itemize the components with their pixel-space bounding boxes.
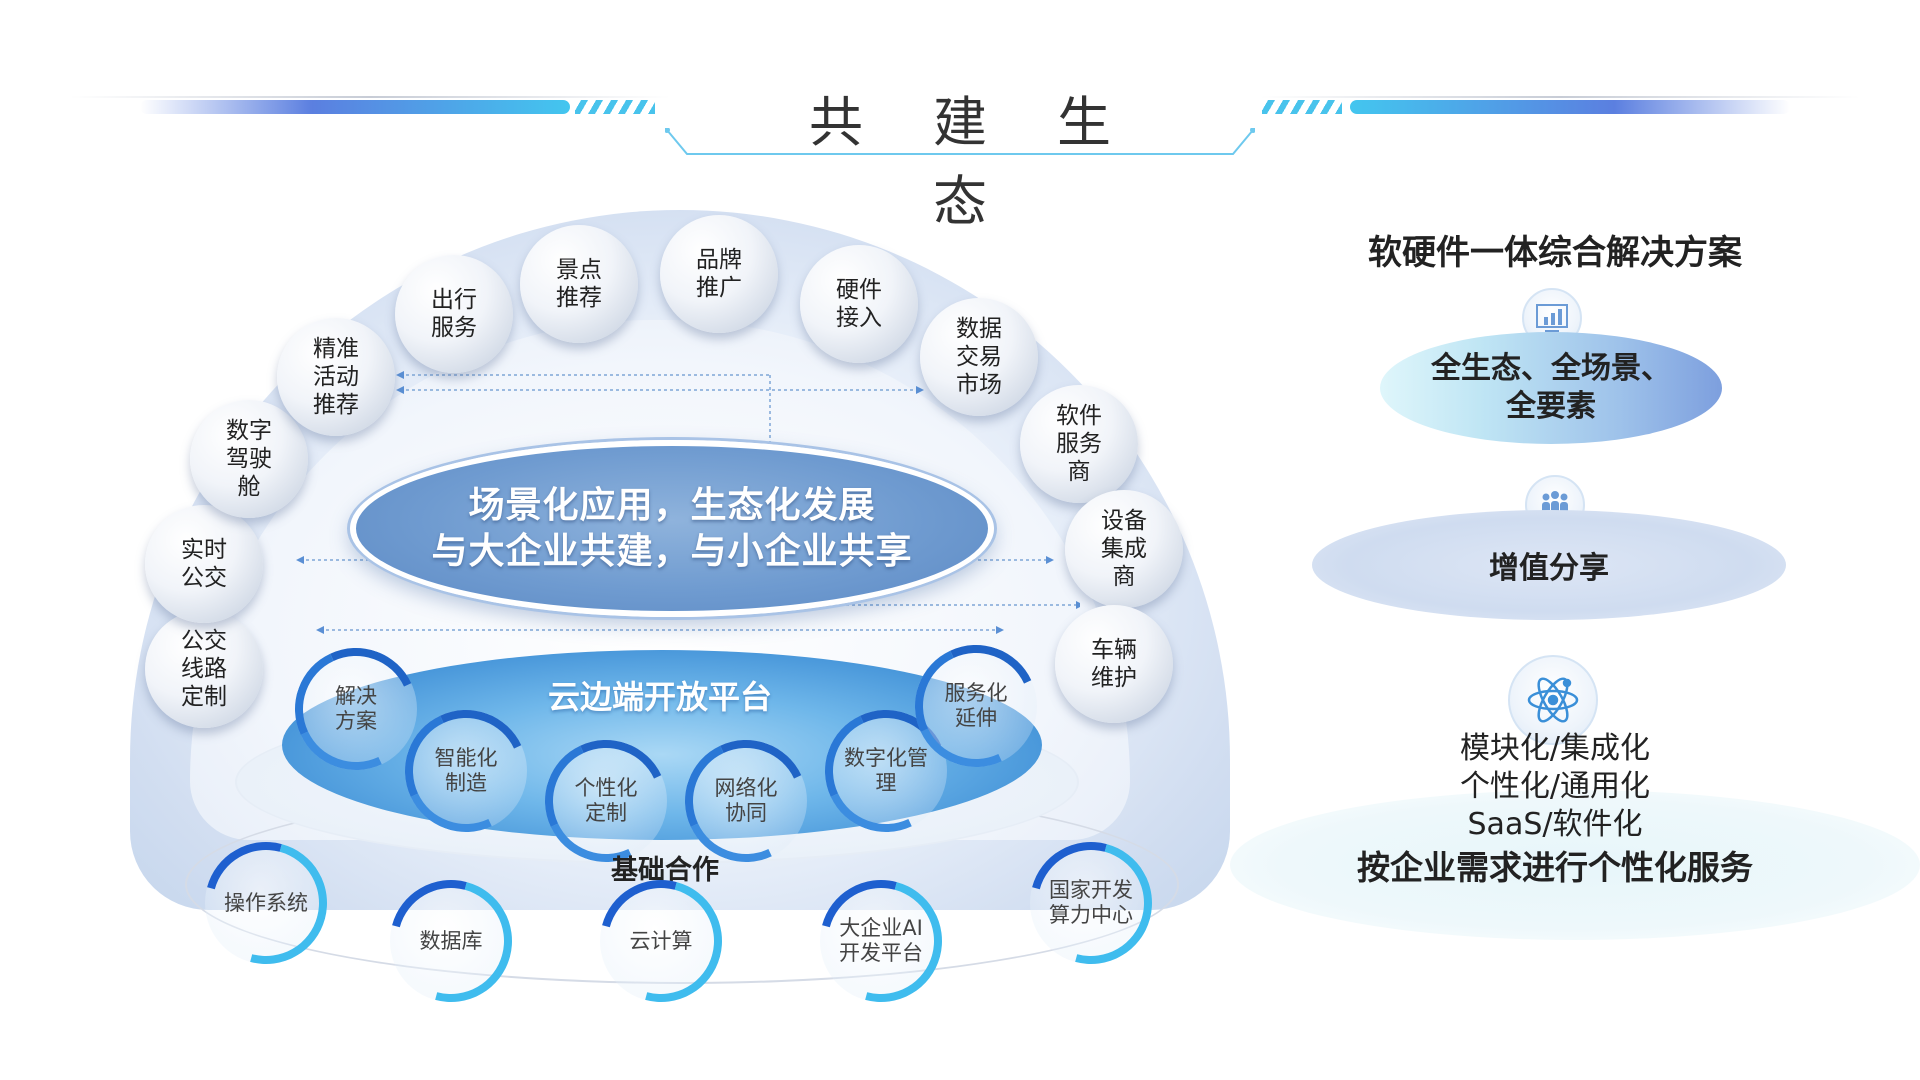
ring-solutions: 解决 方案 xyxy=(295,648,417,770)
bubble-scenic-recommendation: 景点 推荐 xyxy=(520,225,638,343)
pill2-text: 增值分享 xyxy=(1489,551,1609,586)
pill-features-background xyxy=(1230,790,1920,940)
pill1-line1: 全生态、全场景、 xyxy=(1431,351,1671,386)
center-ellipse: 场景化应用，生态化发展 与大企业共建，与小企业共享 xyxy=(350,440,994,617)
ring-enterprise-ai-platform: 大企业AI 开发平台 xyxy=(820,880,942,1002)
ring-service-extension: 服务化 延伸 xyxy=(915,645,1037,767)
pill1-line2: 全要素 xyxy=(1506,389,1596,424)
bubble-precise-activity-recommendation: 精准 活动 推荐 xyxy=(277,318,395,436)
bubble-data-trading-market: 数据 交易 市场 xyxy=(920,298,1038,416)
title-accent-bar-left xyxy=(140,100,570,114)
ring-personalized-customization: 个性化 定制 xyxy=(545,740,667,862)
center-text-line2: 与大企业共建，与小企业共享 xyxy=(431,530,913,572)
bubble-equipment-integrator: 设备 集成 商 xyxy=(1065,490,1183,608)
page-title: 共建生态 xyxy=(809,91,1181,233)
feature-custom-service: 按企业需求进行个性化服务 xyxy=(1357,848,1753,887)
feature-saas: SaaS/软件化 xyxy=(1467,807,1643,842)
bubble-bus-route-customization: 公交 线路 定制 xyxy=(145,610,263,728)
title-accent-bar-right xyxy=(1350,100,1790,114)
title-thin-line-right xyxy=(1260,96,1860,98)
bubble-software-service-provider: 软件 服务 商 xyxy=(1020,385,1138,503)
bubble-digital-cockpit: 数字 驾驶 舱 xyxy=(190,400,308,518)
right-panel-title: 软硬件一体综合解决方案 xyxy=(1368,233,1742,273)
title-thin-line-left xyxy=(70,96,670,98)
atom-icon xyxy=(1508,655,1598,745)
title-frame xyxy=(665,128,1255,155)
center-text-line1: 场景化应用，生态化发展 xyxy=(468,484,876,526)
pill-full-ecosystem: 全生态、全场景、 全要素 xyxy=(1380,332,1722,444)
title-stripes-left xyxy=(575,100,655,114)
ring-cloud-computing: 云计算 xyxy=(600,880,722,1002)
title-stripes-right xyxy=(1262,100,1342,114)
feature-personalized: 个性化/通用化 xyxy=(1459,769,1651,804)
ring-operating-system: 操作系统 xyxy=(205,842,327,964)
bubble-brand-promotion: 品牌 推广 xyxy=(660,215,778,333)
platform-title: 云边端开放平台 xyxy=(547,678,772,716)
ring-database: 数据库 xyxy=(390,880,512,1002)
bubble-vehicle-maintenance: 车辆 维护 xyxy=(1055,605,1173,723)
pill-value-sharing: 增值分享 xyxy=(1312,510,1786,620)
ring-national-computing-center: 国家开发 算力中心 xyxy=(1030,842,1152,964)
ring-intelligent-manufacturing: 智能化 制造 xyxy=(405,710,527,832)
bubble-travel-service: 出行 服务 xyxy=(395,255,513,373)
feature-list: 模块化/集成化 个性化/通用化 SaaS/软件化 按企业需求进行个性化服务 xyxy=(1300,730,1810,890)
bubble-realtime-bus: 实时 公交 xyxy=(145,505,263,623)
bubble-hardware-access: 硬件 接入 xyxy=(800,245,918,363)
feature-modular: 模块化/集成化 xyxy=(1459,731,1651,766)
ring-networked-collaboration: 网络化 协同 xyxy=(685,740,807,862)
